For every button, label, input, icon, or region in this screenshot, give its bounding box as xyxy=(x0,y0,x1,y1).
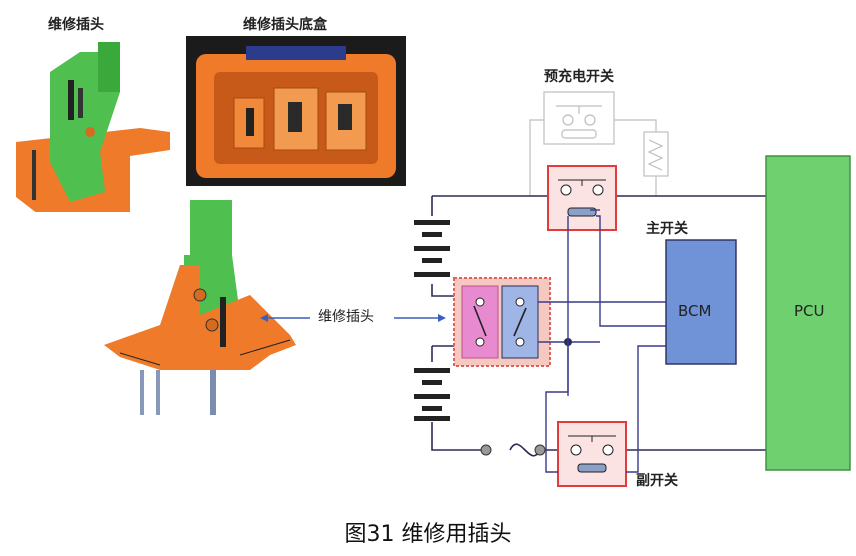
battery-1 xyxy=(414,220,450,277)
figure-caption: 图31 维修用插头 xyxy=(344,522,512,547)
main-switch-label: 主开关 xyxy=(646,221,688,237)
precharge-circuit xyxy=(529,91,669,196)
service-plug-base-photo xyxy=(186,36,406,186)
sub-switch-label: 副开关 xyxy=(636,473,678,489)
precharge-switch-label: 预充电开关 xyxy=(544,69,614,85)
service-plug-photo xyxy=(10,32,180,212)
bcm-box xyxy=(665,239,737,365)
circuit-diagram xyxy=(414,91,851,487)
service-plug-middle-label: 维修插头 xyxy=(318,309,374,325)
service-plug-switch xyxy=(453,277,551,367)
service-plug-cross-section xyxy=(104,200,296,415)
service-plug-base-photo-label: 维修插头底盒 xyxy=(243,17,327,33)
service-plug-photo-label: 维修插头 xyxy=(48,17,104,33)
main-relay xyxy=(547,165,617,231)
sub-relay xyxy=(557,421,627,487)
pcu-box xyxy=(765,155,851,471)
service-plug-arrows xyxy=(260,314,446,322)
battery-2 xyxy=(414,368,450,421)
bcm-label: BCM xyxy=(678,302,712,320)
pcu-label: PCU xyxy=(794,302,825,320)
